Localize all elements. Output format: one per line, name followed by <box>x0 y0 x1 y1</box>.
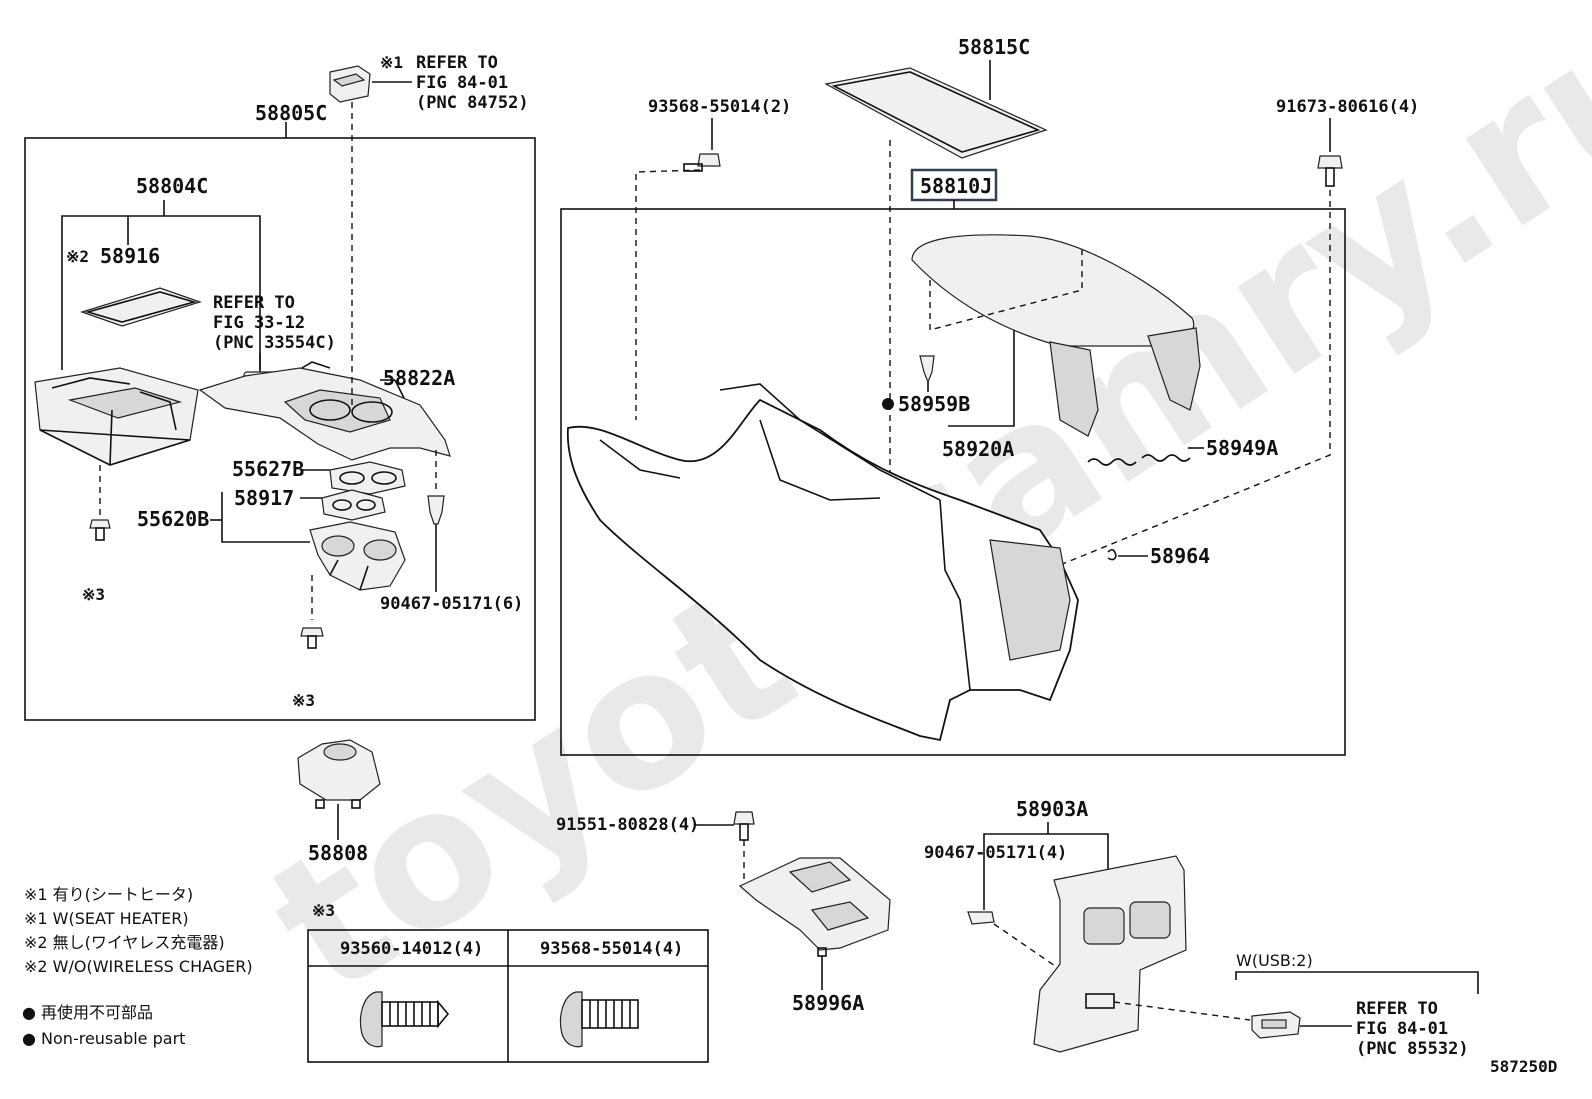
label-58959B[interactable]: 58959B <box>898 392 970 416</box>
ref1-line2[interactable]: FIG 84-01 <box>416 73 508 93</box>
legend-note-1: ※1 有り(シートヒータ) <box>24 885 193 904</box>
legend-note-3: ※2 無し(ワイヤレス充電器) <box>24 933 225 952</box>
label-58804C[interactable]: 58804C <box>136 174 208 198</box>
ref2-line1[interactable]: REFER TO <box>213 293 295 313</box>
ref3-line3[interactable]: (PNC 85532) <box>1356 1039 1469 1059</box>
bolt-93568-top <box>683 153 721 172</box>
legend-note-4: ※2 W/O(WIRELESS CHAGER) <box>24 957 253 976</box>
label-58808[interactable]: 58808 <box>308 841 368 865</box>
label-58917[interactable]: 58917 <box>234 486 294 510</box>
usb-note: W(USB:2) <box>1236 951 1313 970</box>
label-93568-top[interactable]: 93568-55014(2) <box>648 97 791 117</box>
ref1-line3[interactable]: (PNC 84752) <box>416 93 529 113</box>
legend-dot-2: ● Non-reusable part <box>22 1029 185 1048</box>
screw-table: 93560-14012(4) 93568-55014(4) <box>307 929 709 1063</box>
bracket-58808 <box>297 739 381 809</box>
mark-3-left: ※3 <box>82 585 105 604</box>
label-58916[interactable]: 58916 <box>100 244 160 268</box>
clip-90467-left <box>427 495 445 525</box>
clip-58959B <box>919 355 935 384</box>
usb-port-85532 <box>1251 1011 1301 1039</box>
ref1-line1[interactable]: REFER TO <box>416 53 498 73</box>
screw-left-2 <box>300 627 324 649</box>
wireless-pad-58916 <box>80 287 202 327</box>
mark-1: ※1 <box>380 53 403 72</box>
legend-note-2: ※1 W(SEAT HEATER) <box>24 909 189 928</box>
tray-58804C <box>34 367 199 466</box>
table-header-1: 93560-14012(4) <box>340 939 483 959</box>
label-91673[interactable]: 91673-80616(4) <box>1276 97 1419 117</box>
panel-58822A <box>198 361 451 461</box>
ref3-line2[interactable]: FIG 84-01 <box>1356 1019 1448 1039</box>
bolt-91673 <box>1317 155 1343 187</box>
label-58996A[interactable]: 58996A <box>792 991 864 1015</box>
mark-2: ※2 <box>66 247 89 266</box>
label-58949A[interactable]: 58949A <box>1206 436 1278 460</box>
springs-58949A <box>1087 454 1191 466</box>
bolt-91551 <box>733 811 755 841</box>
diagram-code: 587250D <box>1490 1057 1557 1076</box>
label-90467-right[interactable]: 90467-05171(4) <box>924 843 1067 863</box>
label-58815C[interactable]: 58815C <box>958 35 1030 59</box>
mat-55627B <box>329 461 406 495</box>
left-assembly-group: 58805C 58804C ※2 58916 REFER TO FIG 33-1… <box>24 101 536 721</box>
rear-panel-58903A <box>1033 855 1187 1053</box>
label-58822A[interactable]: 58822A <box>383 366 455 390</box>
seat-heater-switch <box>329 65 371 103</box>
label-58964[interactable]: 58964 <box>1150 544 1210 568</box>
label-58810J[interactable]: 58810J <box>920 174 992 198</box>
legend-dot-1: ● 再使用不可部品 <box>22 1003 153 1022</box>
label-58920A[interactable]: 58920A <box>942 437 1014 461</box>
clip-58964 <box>1107 548 1117 561</box>
screw-left-1 <box>89 519 111 541</box>
label-55627B[interactable]: 55627B <box>232 457 304 481</box>
bracket-58996A <box>738 857 891 957</box>
mark-3-center: ※3 <box>292 691 315 710</box>
left-group-box <box>24 137 536 721</box>
label-90467-left[interactable]: 90467-05171(6) <box>380 594 523 614</box>
label-55620B[interactable]: 55620B <box>137 507 209 531</box>
clip-90467-right <box>967 911 995 925</box>
console-body-58810J <box>566 383 1079 742</box>
mark-3-table: ※3 <box>312 901 335 920</box>
ref2-line3[interactable]: (PNC 33554C) <box>213 333 336 353</box>
pad-58815C <box>824 67 1048 159</box>
label-58903A[interactable]: 58903A <box>1016 797 1088 821</box>
screw-93560-icon <box>359 991 450 1048</box>
armrest-lid <box>911 234 1201 437</box>
table-header-2: 93568-55014(4) <box>540 939 683 959</box>
non-reusable-dot <box>882 398 894 410</box>
right-group-box <box>560 208 1346 756</box>
screw-93568-icon <box>559 991 639 1048</box>
mat-58917 <box>321 489 386 521</box>
label-91551[interactable]: 91551-80828(4) <box>556 815 699 835</box>
label-58805C[interactable]: 58805C <box>255 101 327 125</box>
ref3-line1[interactable]: REFER TO <box>1356 999 1438 1019</box>
cupholder-55620B <box>309 521 406 591</box>
ref2-line2[interactable]: FIG 33-12 <box>213 313 305 333</box>
